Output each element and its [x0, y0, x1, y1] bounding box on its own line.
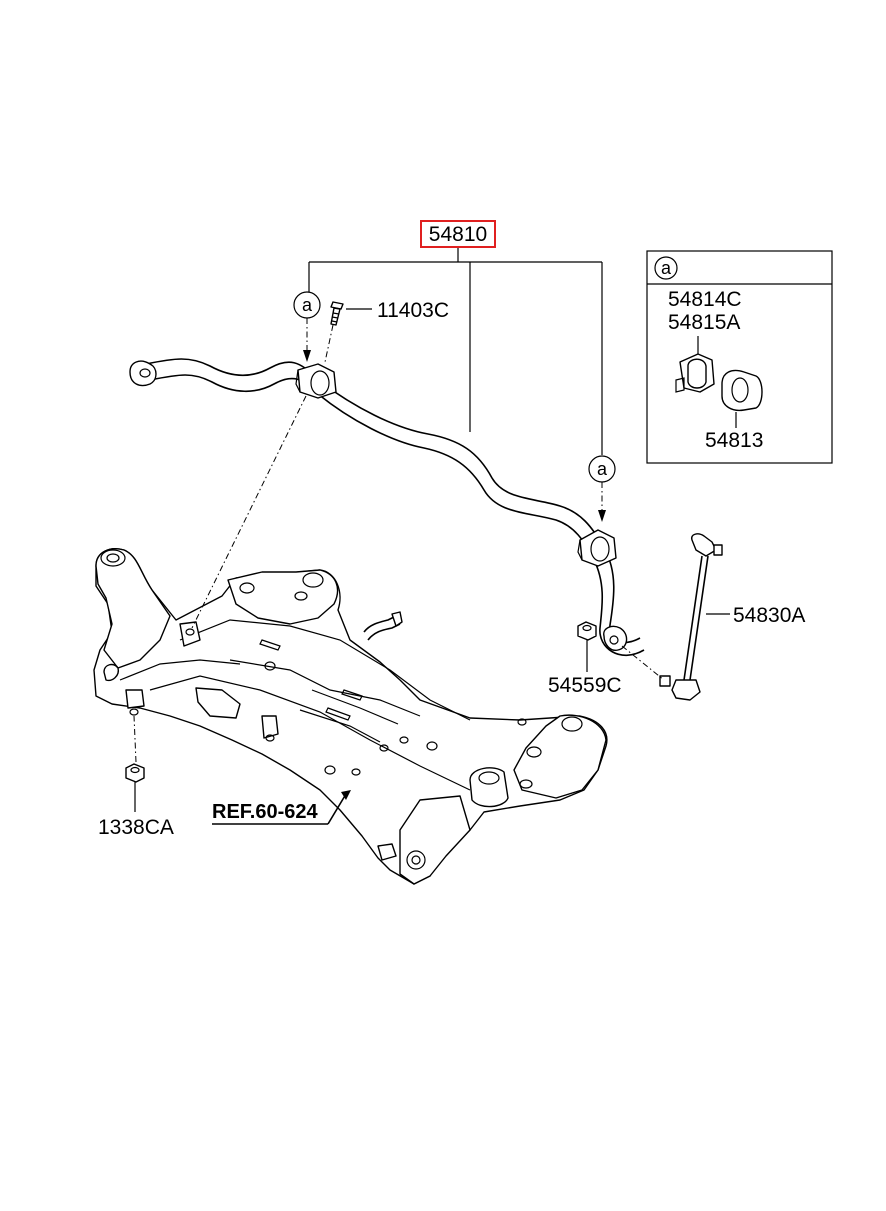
part-label-11403c[interactable]: 11403C: [377, 299, 449, 322]
callout-letter-left: a: [302, 295, 313, 315]
reference-label[interactable]: REF.60-624: [212, 801, 318, 823]
detail-callout-letter: a: [661, 258, 672, 278]
stabilizer-bar: [129, 358, 645, 656]
bolt-11403c: [324, 301, 372, 363]
part-label-54814c[interactable]: 54814C: [668, 288, 742, 311]
stabilizer-link-54830a: [621, 533, 730, 701]
callout-a-left: a: [293, 291, 321, 362]
front-subframe: [93, 395, 608, 885]
part-54810-label-group[interactable]: 54810: [420, 220, 496, 248]
part-label-54810[interactable]: 54810: [429, 223, 487, 246]
part-label-54815a[interactable]: 54815A: [668, 311, 740, 334]
part-label-54830a[interactable]: 54830A: [733, 604, 805, 627]
callout-a-right: a: [588, 455, 616, 522]
main-part-leader: [308, 247, 603, 455]
callout-letter-right: a: [597, 459, 608, 479]
part-label-1338ca[interactable]: 1338CA: [98, 816, 174, 839]
nut-54559c: [577, 621, 597, 672]
part-label-54813[interactable]: 54813: [705, 429, 763, 452]
part-label-54559c[interactable]: 54559C: [548, 674, 622, 697]
part-highlight-box: [420, 220, 496, 248]
detail-box: a: [646, 250, 833, 464]
